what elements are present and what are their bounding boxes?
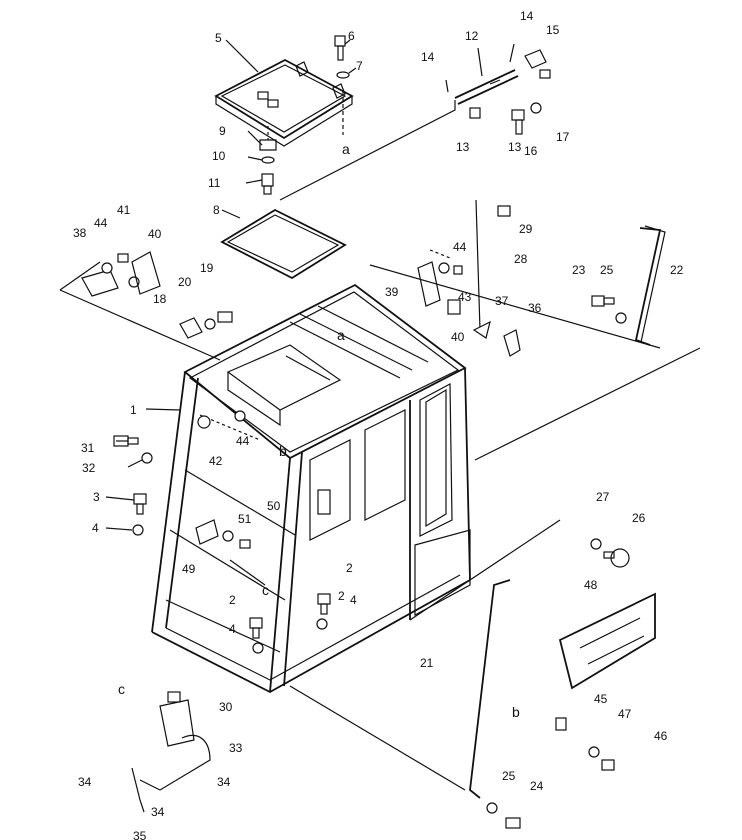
bracket-49-drawing xyxy=(195,519,251,549)
callout-number: 23 xyxy=(572,263,586,277)
leader-lines xyxy=(105,39,483,531)
callout-number: 14 xyxy=(421,50,435,64)
callout-number: 15 xyxy=(546,23,560,37)
right-linkage-drawing xyxy=(417,199,521,357)
callout-number: 39 xyxy=(385,285,399,299)
callout-number: 8 xyxy=(213,203,220,217)
callout-number: 2 xyxy=(346,561,353,575)
callout-number: 38 xyxy=(73,226,87,240)
reference-letter: b xyxy=(512,704,520,720)
callout-number: 27 xyxy=(596,490,610,504)
callout-number: 10 xyxy=(212,149,226,163)
callout-number: 25 xyxy=(502,769,516,783)
callout-number: 2 xyxy=(338,589,345,603)
callout-number: 37 xyxy=(495,294,509,308)
callout-number: 13 xyxy=(508,140,522,154)
callout-number: 36 xyxy=(528,301,542,315)
callout-number: 17 xyxy=(556,130,570,144)
callout-number: 42 xyxy=(209,454,223,468)
callout-number: 46 xyxy=(654,729,668,743)
callout-number: 35 xyxy=(133,829,147,840)
gas-strut-drawing xyxy=(445,43,551,135)
callout-number: 31 xyxy=(81,441,95,455)
callout-number: 34 xyxy=(151,805,165,819)
callout-number: 48 xyxy=(584,578,598,592)
callout-number: 49 xyxy=(182,562,196,576)
callout-number: 33 xyxy=(229,741,243,755)
bolt-6-drawing xyxy=(334,35,350,135)
sun-visor-drawing xyxy=(555,592,656,771)
callout-number: 13 xyxy=(456,140,470,154)
callout-number: 30 xyxy=(219,700,233,714)
hinge-fasteners-drawing xyxy=(259,100,456,201)
callout-number: 21 xyxy=(420,656,434,670)
callout-number: 1 xyxy=(130,403,137,417)
callout-number: 45 xyxy=(594,692,608,706)
callout-number: 25 xyxy=(600,263,614,277)
handrail-lower-drawing xyxy=(469,579,521,829)
callout-number: 16 xyxy=(524,144,538,158)
callout-number: 11 xyxy=(208,176,221,190)
callout-number: 20 xyxy=(178,275,192,289)
callout-number: 6 xyxy=(348,29,355,43)
callout-number: 14 xyxy=(520,9,534,23)
callout-number: 4 xyxy=(350,593,357,607)
reference-letter: a xyxy=(342,141,350,157)
callout-number: 44 xyxy=(236,434,250,448)
bolts-left-drawing xyxy=(113,435,153,536)
knob-drawing xyxy=(590,538,630,568)
stopper-drawing xyxy=(179,311,233,339)
callout-number: 26 xyxy=(632,511,646,525)
callout-number: 19 xyxy=(200,261,214,275)
callout-number: 22 xyxy=(670,263,684,277)
callout-number: 29 xyxy=(519,222,533,236)
reference-letter: b xyxy=(279,443,287,459)
callout-number: 41 xyxy=(117,203,131,217)
seal-ring-drawing xyxy=(220,208,347,280)
callout-number: 2 xyxy=(229,593,236,607)
callout-number: 44 xyxy=(94,216,108,230)
callout-number: 18 xyxy=(153,292,167,306)
callout-number: 34 xyxy=(78,775,92,789)
reference-lines xyxy=(59,261,701,791)
callout-number: 32 xyxy=(82,461,96,475)
bolts-lower-drawing xyxy=(249,593,331,654)
callout-number: 4 xyxy=(229,622,236,636)
callout-number: 5 xyxy=(215,31,222,45)
callout-number: 43 xyxy=(458,290,472,304)
callout-number: 44 xyxy=(453,240,467,254)
reference-letter: a xyxy=(337,327,345,343)
roof-hatch-drawing xyxy=(214,58,354,147)
callout-number: 9 xyxy=(219,124,226,138)
reference-letter: c xyxy=(262,582,269,598)
callout-number: 50 xyxy=(267,499,281,513)
washer-tank-drawing xyxy=(131,691,211,813)
callout-number: 4 xyxy=(92,521,99,535)
left-bracket-drawing xyxy=(59,251,221,361)
callout-number: 24 xyxy=(530,779,544,793)
callout-number: 40 xyxy=(451,330,465,344)
handrail-drawing xyxy=(591,225,666,346)
callout-number: 51 xyxy=(238,512,252,526)
cab-frame-drawing xyxy=(151,283,471,694)
callout-number: 34 xyxy=(217,775,231,789)
nut-42-drawing xyxy=(197,410,246,429)
callout-number: 7 xyxy=(356,59,363,73)
callout-number: 40 xyxy=(148,227,162,241)
callout-number: 12 xyxy=(465,29,479,43)
callout-number: 28 xyxy=(514,252,528,266)
callout-number: 47 xyxy=(618,707,632,721)
callout-number: 3 xyxy=(93,490,100,504)
reference-letter: c xyxy=(118,681,125,697)
